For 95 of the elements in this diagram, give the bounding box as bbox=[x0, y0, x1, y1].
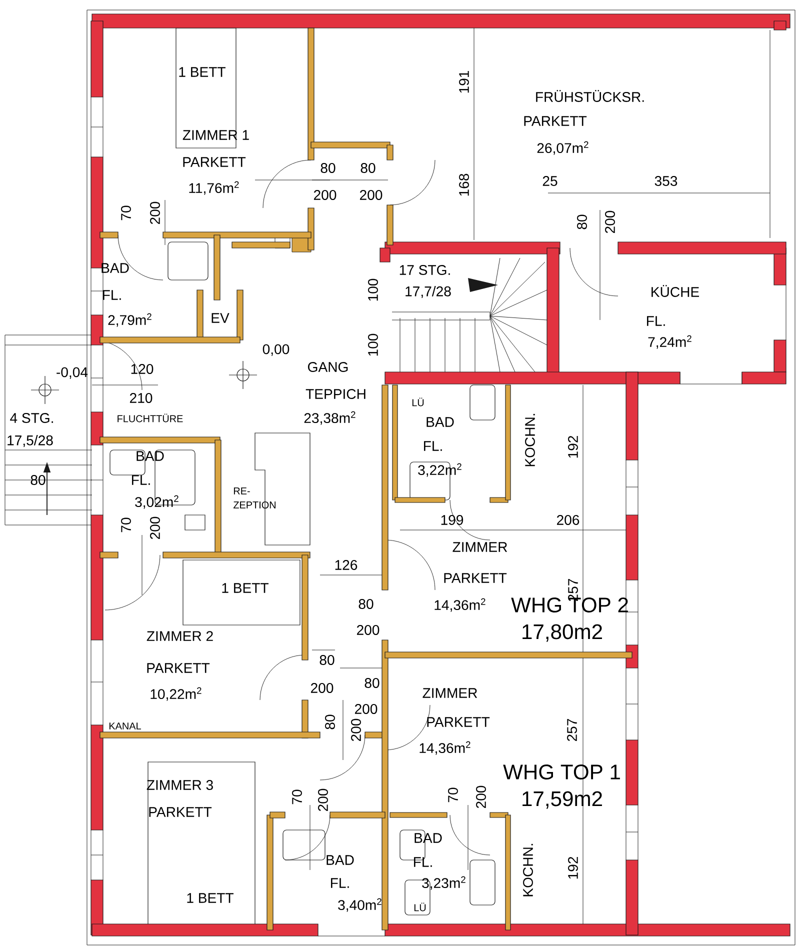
dimension-label: 168 bbox=[459, 174, 469, 196]
dimension-label: 200 bbox=[356, 625, 380, 635]
dimension-label: 191 bbox=[459, 70, 469, 93]
room-label: KÜCHE bbox=[652, 285, 699, 297]
room-label: BAD bbox=[326, 855, 354, 865]
room-label: KOCHN. bbox=[525, 414, 535, 466]
area-label: 3,40m$^{2}$ bbox=[338, 898, 382, 912]
stair-label: 17,7/28 bbox=[406, 286, 451, 298]
bed-label: 1 BETT bbox=[179, 67, 226, 77]
small-label: LÜ bbox=[412, 398, 424, 406]
dimension-label: 200 bbox=[354, 704, 378, 714]
floor-label: PARKETT bbox=[183, 157, 246, 167]
area-label: 14,36m$^{2}$ bbox=[434, 598, 486, 612]
dimension-label: 200 bbox=[150, 202, 160, 224]
room-label: KOCHN. bbox=[523, 844, 533, 896]
dimension-label: 192 bbox=[568, 857, 578, 879]
dimension-label: 70 bbox=[448, 788, 458, 802]
small-label: KANAL bbox=[109, 722, 141, 730]
floor-label: FL. bbox=[647, 316, 665, 326]
room-label: ZIMMER 1 bbox=[182, 130, 249, 140]
room-label: ZIMMER bbox=[422, 688, 478, 698]
floor-label: PARKETT bbox=[524, 116, 587, 126]
area-label: 26,07m$^{2}$ bbox=[537, 141, 588, 155]
dimension-label: 200 bbox=[605, 210, 615, 234]
dimension-label: 25 bbox=[542, 176, 558, 186]
dimension-label: 200 bbox=[314, 190, 336, 200]
dimension-label: 80 bbox=[358, 599, 374, 609]
dimension-label: 70 bbox=[121, 518, 131, 532]
room-label: ZIMMER bbox=[452, 542, 508, 552]
apartment-area-label: 17,59m2 bbox=[522, 791, 602, 809]
room-label: BAD bbox=[426, 417, 454, 427]
area-label: 3,22m$^{2}$ bbox=[418, 463, 462, 477]
floor-label: PARKETT bbox=[147, 663, 210, 673]
dimension-label: 200 bbox=[476, 786, 486, 808]
dimension-label: 126 bbox=[335, 560, 358, 570]
dimension-label: 210 bbox=[130, 393, 152, 403]
area-label: 3,02m$^{2}$ bbox=[135, 495, 178, 509]
small-label: LÜ bbox=[414, 902, 426, 912]
floor-label: FL. bbox=[132, 475, 150, 485]
dimension-label: 200 bbox=[310, 683, 334, 693]
floor-label: PARKETT bbox=[444, 573, 507, 583]
floor-label: PARKETT bbox=[149, 807, 212, 817]
room-label: GANG bbox=[308, 362, 348, 372]
level-label: -0,04 bbox=[56, 367, 88, 379]
dimension-label: 80 bbox=[30, 475, 46, 485]
area-label: 7,24m$^{2}$ bbox=[648, 335, 692, 349]
dimension-label: 70 bbox=[121, 206, 131, 220]
area-label: 11,76m$^{2}$ bbox=[189, 181, 239, 195]
dimension-label: 257 bbox=[567, 719, 577, 742]
room-label: RE- ZEPTION bbox=[233, 488, 276, 508]
dimension-label: 80 bbox=[320, 163, 336, 173]
dimension-label: 353 bbox=[654, 176, 678, 186]
area-label: 10,22m$^{2}$ bbox=[150, 687, 202, 701]
dimension-label: 100 bbox=[368, 334, 378, 356]
room-label: BAD bbox=[414, 833, 442, 843]
dimension-label: 200 bbox=[150, 516, 160, 540]
floor-label: FL. bbox=[103, 290, 121, 300]
dimension-label: 200 bbox=[360, 190, 382, 200]
floor-label: FL. bbox=[331, 878, 349, 888]
stair-label: 17,5/28 bbox=[8, 435, 53, 447]
area-label: 23,38m$^{2}$ bbox=[304, 411, 356, 425]
dimension-label: 199 bbox=[441, 515, 464, 525]
floor-label: FL. bbox=[414, 857, 432, 867]
dimension-label: 80 bbox=[577, 214, 587, 230]
apartment-area-label: 17,80m2 bbox=[522, 624, 602, 642]
dimension-label: 70 bbox=[292, 790, 302, 804]
area-label: 14,36m$^{2}$ bbox=[420, 741, 470, 755]
room-label: ZIMMER 3 bbox=[146, 780, 213, 790]
apartment-label: WHG TOP 1 bbox=[503, 764, 620, 780]
bed-label: 1 BETT bbox=[222, 583, 268, 593]
dimension-label: 206 bbox=[556, 515, 580, 525]
door-label: FLUCHTTÜRE bbox=[118, 414, 183, 422]
room-label: EV bbox=[212, 313, 230, 323]
room-label: FRÜHSTÜCKSR. bbox=[536, 90, 644, 102]
dimension-label: 80 bbox=[364, 678, 380, 688]
dimension-label: 80 bbox=[360, 163, 376, 173]
dimension-label: 100 bbox=[368, 278, 378, 301]
floor-label: TEPPICH bbox=[306, 389, 366, 399]
dimension-label: 80 bbox=[325, 714, 335, 730]
level-label: 0,00 bbox=[262, 344, 290, 356]
stair-label: 17 STG. bbox=[400, 265, 450, 275]
dimension-label: 200 bbox=[318, 788, 328, 812]
bed-label: 1 BETT bbox=[187, 893, 234, 903]
stair-label: 4 STG. bbox=[10, 413, 53, 423]
room-label: BAD bbox=[102, 263, 129, 273]
dimension-label: 80 bbox=[320, 655, 334, 665]
area-label: 2,79m$^{2}$ bbox=[108, 313, 152, 327]
dimension-label: 120 bbox=[131, 364, 154, 374]
floor-label: FL. bbox=[424, 441, 442, 451]
room-label: ZIMMER 2 bbox=[146, 631, 213, 641]
floor-label: PARKETT bbox=[427, 717, 490, 727]
dimension-label: 200 bbox=[351, 718, 361, 742]
dimension-label: 192 bbox=[568, 436, 578, 458]
area-label: 3,23m$^{2}$ bbox=[422, 876, 466, 890]
room-label: BAD bbox=[136, 451, 164, 461]
